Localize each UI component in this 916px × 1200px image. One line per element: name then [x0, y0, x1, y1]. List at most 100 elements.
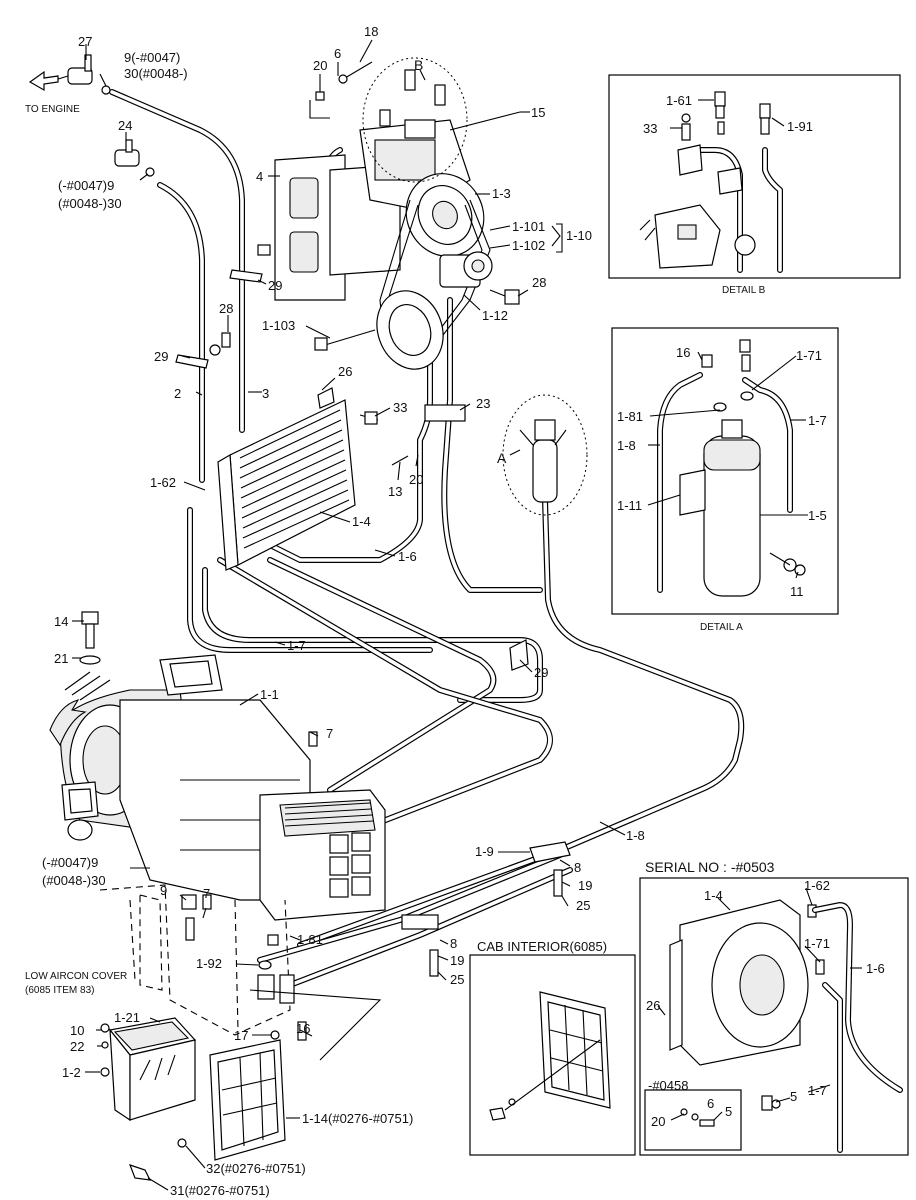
- callout-24: 24: [118, 118, 132, 133]
- detail-a-16: 16: [676, 345, 690, 360]
- callout-29-mid: 29: [534, 665, 548, 680]
- callout-33: 33: [393, 400, 407, 415]
- serial-0458: -#0458: [648, 1078, 688, 1093]
- serial-5b: 5: [725, 1104, 732, 1119]
- callout-1-14: 1-14(#0276-#0751): [302, 1111, 413, 1126]
- callout-1-81: 1-81: [297, 932, 323, 947]
- cover-1-14: [128, 1039, 286, 1181]
- callout-30b: (#0048-)30: [58, 196, 122, 211]
- serial-1-71: 1-71: [804, 936, 830, 951]
- compressor-assembly: [274, 57, 521, 370]
- callout-1-62: 1-62: [150, 475, 176, 490]
- callout-29-left: 29: [154, 349, 168, 364]
- control-panel: [100, 1017, 197, 1122]
- to-engine-label: TO ENGINE: [25, 104, 80, 115]
- callout-32: 32(#0276-#0751): [206, 1161, 306, 1176]
- top-fasteners: [175, 91, 330, 369]
- serial-1-62: 1-62: [804, 878, 830, 893]
- callout-1-92: 1-92: [196, 956, 222, 971]
- callout-1-101: 1-101: [512, 219, 545, 234]
- callout-1-7: 1-7: [287, 638, 306, 653]
- callout-9-lower: 9: [160, 883, 167, 898]
- detail-a-11: 11: [790, 584, 804, 599]
- cab-interior-title: CAB INTERIOR(6085): [477, 939, 607, 954]
- serial-6: 6: [707, 1096, 714, 1111]
- serial-title: SERIAL NO : -#0503: [645, 859, 775, 875]
- low-aircon-cover-label: LOW AIRCON COVER: [25, 971, 127, 982]
- serial-5a: 5: [790, 1089, 797, 1104]
- callout-20-top: 20: [313, 58, 327, 73]
- callout-15: 15: [531, 105, 545, 120]
- callout-19-lower: 19: [450, 953, 464, 968]
- callout-25-lower: 25: [450, 972, 464, 987]
- callout-1-1: 1-1: [260, 687, 279, 702]
- detail-b-1-91: 1-91: [787, 119, 813, 134]
- detail-a-1-7: 1-7: [808, 413, 827, 428]
- part-labels: TO ENGINE 27 9(-#0047) 30(#0048-) 24 (-#…: [25, 24, 885, 1198]
- callout-3: 3: [262, 386, 269, 401]
- serial-1-7: 1-7: [808, 1083, 827, 1098]
- callout-18: 18: [364, 24, 378, 39]
- callout-31: 31(#0276-#0751): [170, 1183, 270, 1198]
- callout-b: B: [414, 57, 423, 73]
- callout-1-21: 1-21: [114, 1010, 140, 1025]
- detail-a-1-71: 1-71: [796, 348, 822, 363]
- receiver-drier: [502, 394, 588, 516]
- detail-a-box: [611, 327, 839, 615]
- callout-27: 27: [78, 34, 92, 49]
- callout-14: 14: [54, 614, 68, 629]
- serial-26: 26: [646, 998, 660, 1013]
- callout-28-right: 28: [532, 275, 546, 290]
- callout-23: 23: [476, 396, 490, 411]
- serial-20: 20: [651, 1114, 665, 1129]
- serial-box: [639, 877, 909, 1156]
- callout-1-3: 1-3: [492, 186, 511, 201]
- callout-10: 10: [70, 1023, 84, 1038]
- callout-4: 4: [256, 169, 263, 184]
- callout-22: 22: [70, 1039, 84, 1054]
- callout-26: 26: [338, 364, 352, 379]
- serial-1-6: 1-6: [866, 961, 885, 976]
- callout-1-6: 1-6: [398, 549, 417, 564]
- callout-a: A: [497, 450, 507, 466]
- clamp-23: [424, 404, 466, 422]
- cab-interior-box: [469, 954, 636, 1156]
- callout-9b: (-#0047)9: [58, 178, 114, 193]
- callout-1-2: 1-2: [62, 1065, 81, 1080]
- callout-7-lower: 7: [203, 886, 210, 901]
- detail-b-1-61: 1-61: [666, 93, 692, 108]
- detail-b-box: [608, 74, 901, 279]
- callout-1-9: 1-9: [475, 844, 494, 859]
- detail-a-1-11: 1-11: [617, 498, 642, 513]
- callout-30-0048: 30(#0048-): [124, 66, 188, 81]
- detail-a-1-8: 1-8: [617, 438, 636, 453]
- callout-16-lower: 16: [296, 1021, 310, 1036]
- aircon-unit: [49, 654, 386, 921]
- clamps-lower: [401, 639, 571, 977]
- callout-1-102: 1-102: [512, 238, 545, 253]
- callout-7-upper: 7: [326, 726, 333, 741]
- callout-1-8: 1-8: [626, 828, 645, 843]
- callout-2: 2: [174, 386, 181, 401]
- detail-a-1-5: 1-5: [808, 508, 827, 523]
- bolt-13: [391, 455, 409, 466]
- detail-a-title: DETAIL A: [700, 622, 743, 633]
- callout-8-upper: 8: [574, 860, 581, 875]
- detail-a-1-81: 1-81: [617, 409, 643, 424]
- low-aircon-cover-outline: [99, 884, 291, 1036]
- low-aircon-cover-item: (6085 ITEM 83): [25, 985, 94, 996]
- callout-30c: (#0048-)30: [42, 873, 106, 888]
- callout-1-12: 1-12: [482, 308, 508, 323]
- callout-29-upper: 29: [268, 278, 282, 293]
- callout-13: 13: [388, 484, 402, 499]
- callout-6-top: 6: [334, 46, 341, 61]
- callout-1-10: 1-10: [566, 228, 592, 243]
- lower-fittings: [79, 611, 382, 1061]
- callout-8-lower: 8: [450, 936, 457, 951]
- callout-9-0047: 9(-#0047): [124, 50, 180, 65]
- detail-b-33: 33: [643, 121, 657, 136]
- condenser: [217, 387, 379, 571]
- callout-25-upper: 25: [576, 898, 590, 913]
- callout-1-4: 1-4: [352, 514, 371, 529]
